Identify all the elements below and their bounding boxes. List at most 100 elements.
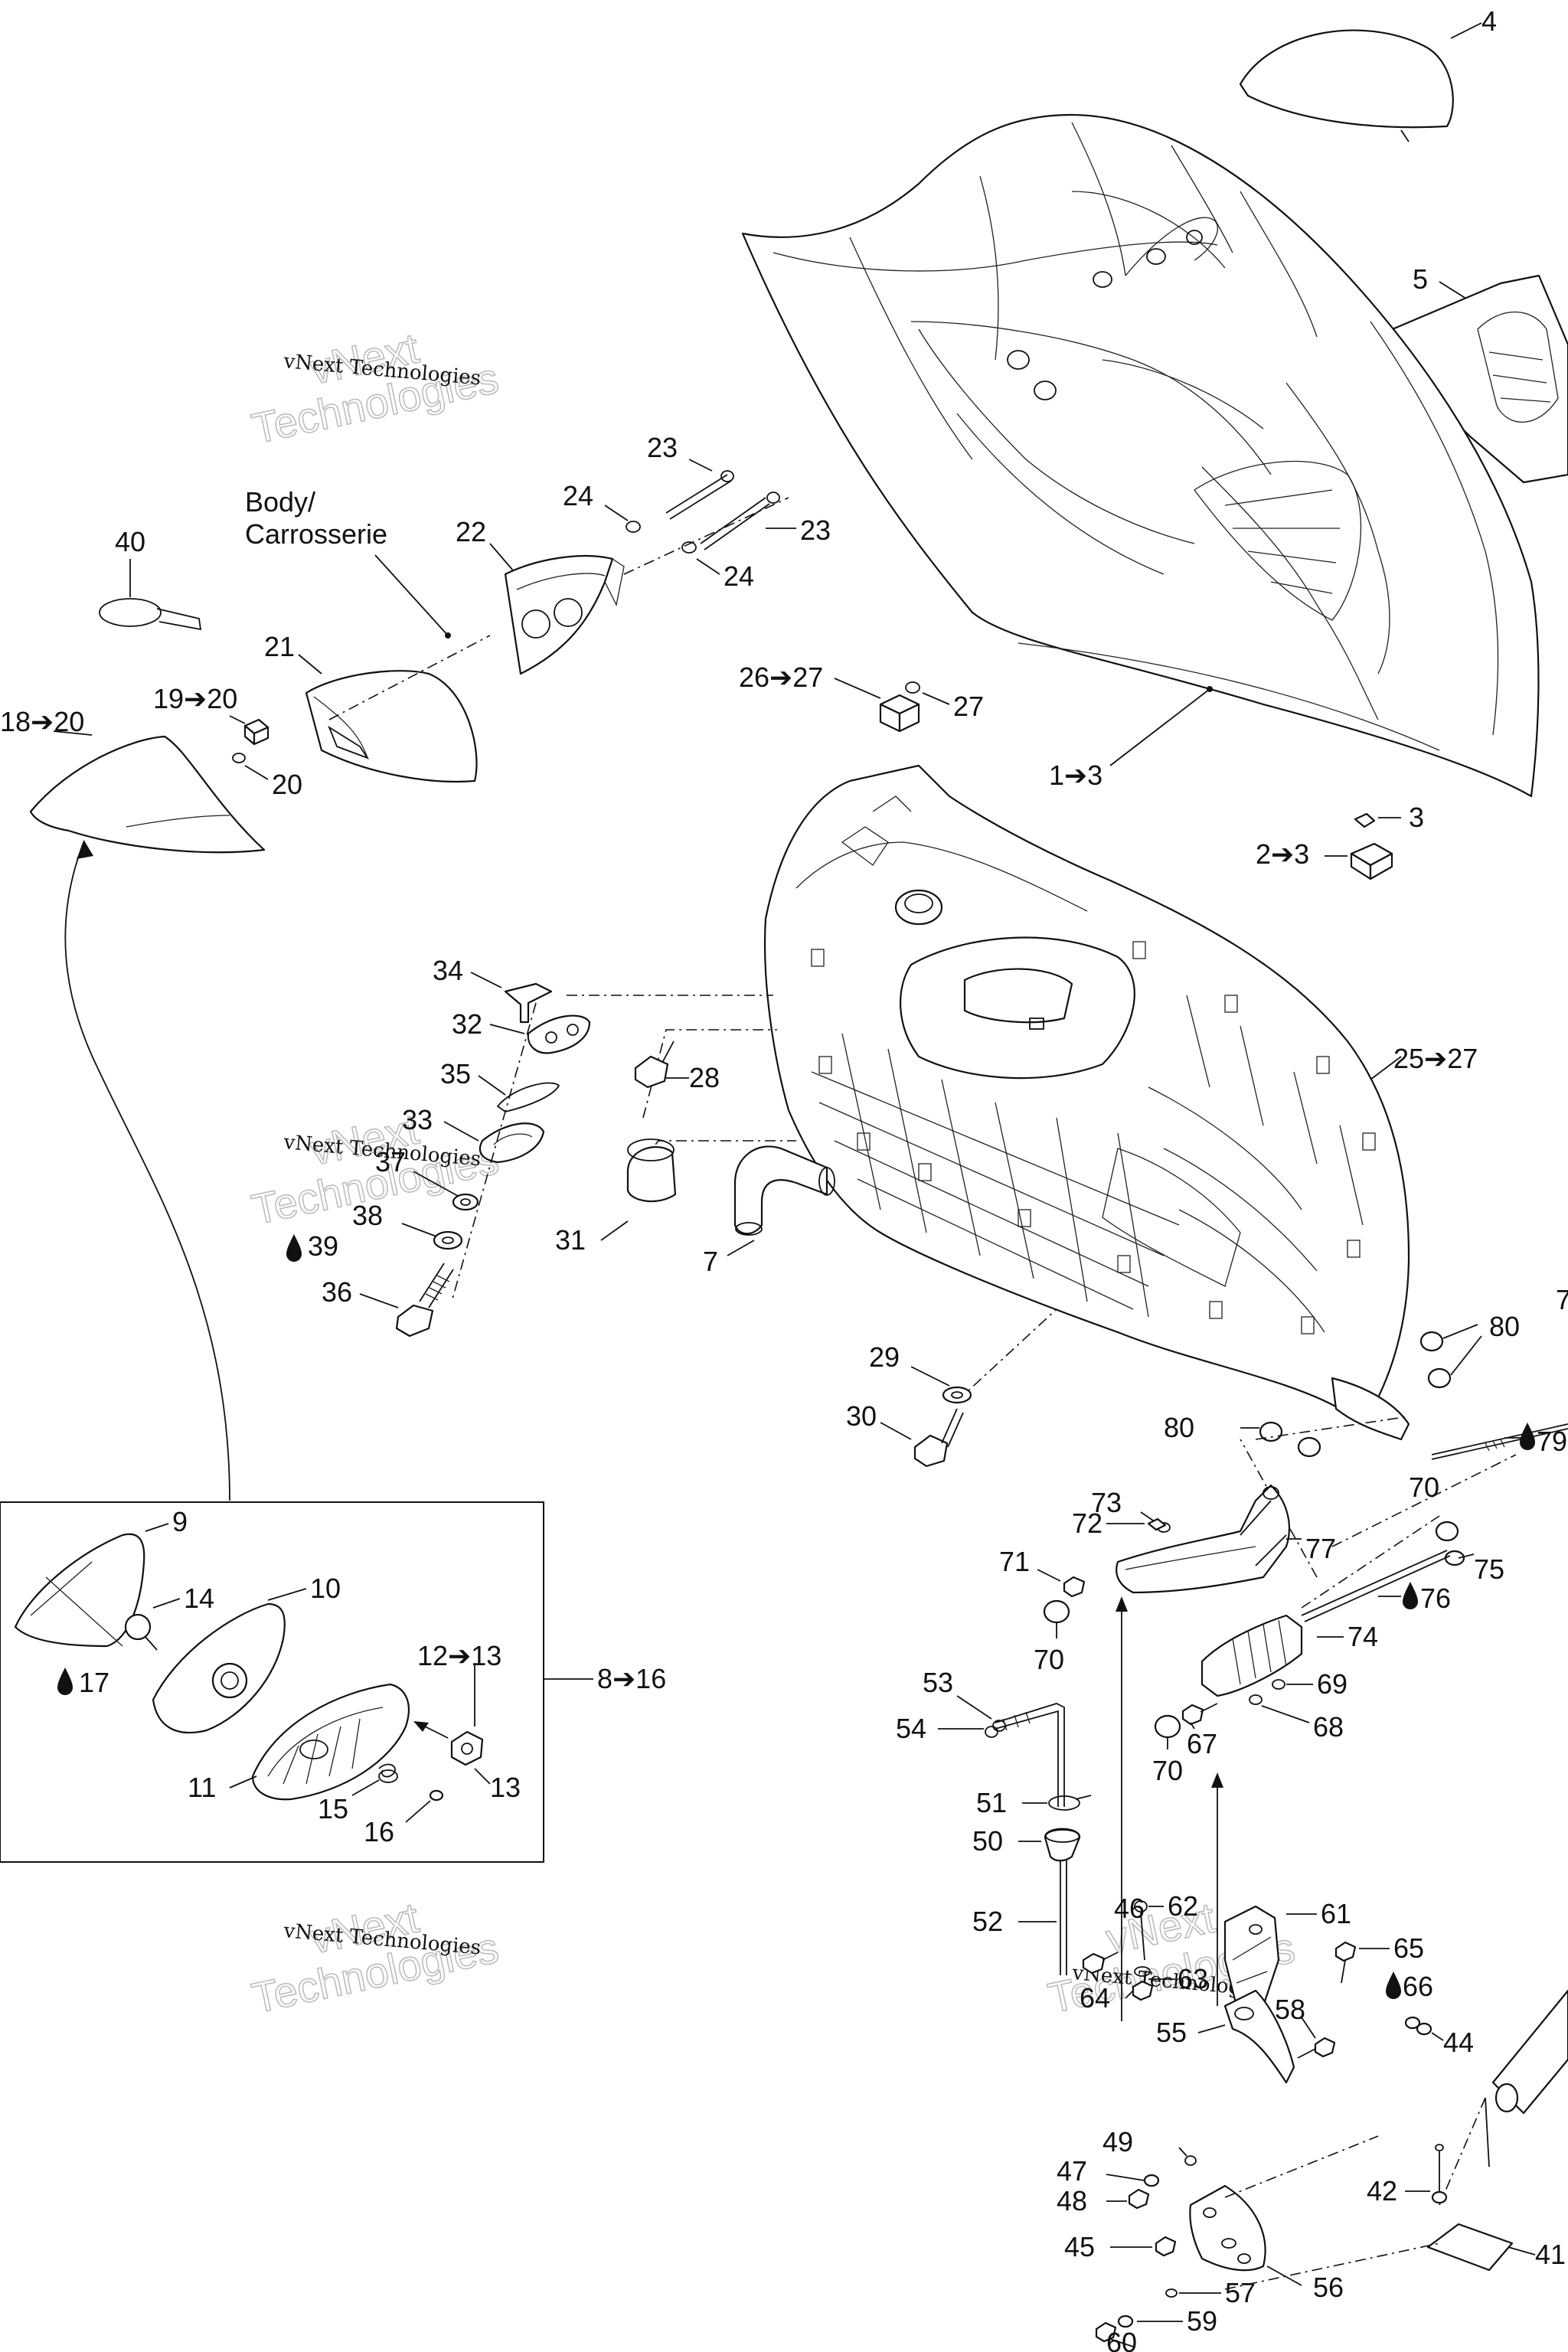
callout-3: 3 bbox=[1409, 802, 1424, 833]
part-36-bolt: 36 bbox=[322, 1263, 454, 1338]
part-74-adjuster: 74 bbox=[1200, 1614, 1378, 1697]
callout-37: 37 bbox=[375, 1146, 406, 1178]
callout-70-b: 70 bbox=[1409, 1472, 1439, 1503]
callout-12-to-13: 12➔13 bbox=[417, 1640, 501, 1671]
part-41-43-pivot-shaft: 41 bbox=[1426, 1989, 1568, 2272]
callout-28: 28 bbox=[689, 1062, 720, 1093]
callout-49: 49 bbox=[1102, 2126, 1133, 2158]
callout-74: 74 bbox=[1348, 1621, 1378, 1652]
callout-65: 65 bbox=[1393, 1932, 1424, 1964]
callout-64: 64 bbox=[1080, 1982, 1110, 2014]
part-45-nut: 45 bbox=[1064, 2231, 1177, 2262]
callout-38: 38 bbox=[352, 1200, 383, 1231]
part-32-bracket: 32 bbox=[452, 1008, 591, 1054]
body-carrosserie-label: Body/ Carrosserie bbox=[245, 486, 451, 639]
callout-27: 27 bbox=[953, 691, 984, 722]
callout-42: 42 bbox=[1367, 2175, 1397, 2207]
part-47-48-49-fasteners: 49 47 48 bbox=[1057, 2126, 1197, 2216]
callout-47: 47 bbox=[1057, 2155, 1087, 2187]
callout-68: 68 bbox=[1313, 1711, 1344, 1743]
callout-11: 11 bbox=[188, 1772, 216, 1803]
part-57-59-60-fasteners: 57 59 60 bbox=[1095, 2277, 1256, 2352]
callout-62: 62 bbox=[1168, 1890, 1198, 1922]
callout-32: 32 bbox=[452, 1008, 482, 1040]
part-50-grommet: 50 bbox=[972, 1825, 1081, 1862]
callout-77: 77 bbox=[1305, 1533, 1336, 1564]
part-39-threadlocker: 39 bbox=[286, 1230, 338, 1262]
part-21-mirror-shell: 21 bbox=[264, 631, 491, 783]
part-44-fitting: 44 bbox=[1404, 2016, 1474, 2058]
callout-22: 22 bbox=[456, 516, 486, 547]
callout-80-upper: 80 bbox=[1489, 1311, 1520, 1342]
callout-54: 54 bbox=[896, 1713, 926, 1744]
callout-14: 14 bbox=[184, 1583, 214, 1614]
part-67-bolt: 67 bbox=[1181, 1703, 1218, 1759]
callout-79: 79 bbox=[1537, 1426, 1567, 1457]
part-56-bracket: 56 bbox=[1189, 2135, 1440, 2303]
callout-24-upper: 24 bbox=[563, 480, 593, 511]
callout-73: 73 bbox=[1091, 1487, 1122, 1518]
callout-71: 71 bbox=[999, 1546, 1030, 1577]
callout-7: 7 bbox=[703, 1246, 718, 1277]
part-38-washer: 38 bbox=[352, 1200, 463, 1250]
callout-58: 58 bbox=[1275, 1994, 1305, 2025]
callout-26-to-27: 26➔27 bbox=[739, 662, 823, 693]
callout-31: 31 bbox=[555, 1224, 586, 1256]
callout-15: 15 bbox=[318, 1793, 348, 1824]
part-77-bracket: 77 bbox=[1116, 1484, 1336, 1594]
callout-46: 46 bbox=[1114, 1893, 1145, 1924]
part-18-mirror-glass: 18➔20 bbox=[0, 706, 266, 854]
callout-17: 17 bbox=[79, 1667, 109, 1698]
part-75-nut: 75 bbox=[1444, 1550, 1504, 1585]
callout-76: 76 bbox=[1420, 1583, 1451, 1614]
callout-66: 66 bbox=[1403, 1971, 1433, 2002]
callout-5: 5 bbox=[1413, 263, 1428, 295]
callout-9: 9 bbox=[172, 1506, 188, 1537]
part-70-grommet-c: 70 bbox=[1152, 1714, 1183, 1786]
vertical-arrows bbox=[1116, 1596, 1223, 2021]
part-70-grommet-a: 70 bbox=[1034, 1599, 1070, 1675]
callout-19-to-20: 19➔20 bbox=[153, 683, 237, 714]
callout-70-a: 70 bbox=[1034, 1644, 1064, 1675]
callout-16: 16 bbox=[364, 1816, 394, 1847]
part-69-68-fasteners: 69 68 bbox=[1249, 1668, 1348, 1743]
part-37-washer: 37 bbox=[375, 1146, 479, 1211]
part-28-bolt: 28 bbox=[634, 1040, 720, 1093]
part-4-visor-cap: 4 bbox=[1239, 5, 1497, 142]
part-71-bolt: 71 bbox=[999, 1546, 1086, 1598]
part-62-63-64-fasteners: 62 64 63 bbox=[1080, 1890, 1208, 2014]
part-51-hose-clamp: 51 bbox=[976, 1787, 1092, 1818]
callout-59: 59 bbox=[1187, 2305, 1217, 2337]
part-53-54-elbow: 53 54 bbox=[896, 1667, 1065, 1807]
callout-69: 69 bbox=[1317, 1668, 1348, 1700]
part-58-bolt: 58 bbox=[1275, 1994, 1336, 2059]
callout-35: 35 bbox=[440, 1058, 471, 1089]
part-5-side-housing: 5 bbox=[1373, 263, 1568, 484]
callout-72: 72 bbox=[1072, 1508, 1102, 1539]
part-19-20-nut: 19➔20 20 bbox=[153, 683, 302, 800]
callout-75: 75 bbox=[1474, 1553, 1504, 1585]
body-label-line1: Body/ bbox=[245, 486, 315, 518]
callout-25-to-27: 25➔27 bbox=[1393, 1043, 1478, 1074]
callout-30: 30 bbox=[846, 1400, 877, 1432]
callout-61: 61 bbox=[1321, 1898, 1351, 1929]
part-31-cap: 31 bbox=[555, 1138, 677, 1256]
callout-29: 29 bbox=[869, 1341, 900, 1373]
callout-13: 13 bbox=[490, 1772, 521, 1803]
callout-8-to-16: 8➔16 bbox=[597, 1663, 666, 1694]
part-73-72-fasteners: 73 72 bbox=[1072, 1487, 1171, 1539]
part-76-threaded-rod: 76 bbox=[1301, 1550, 1451, 1622]
callout-41: 41 bbox=[1535, 2239, 1566, 2270]
callout-39: 39 bbox=[308, 1230, 338, 1262]
callout-45: 45 bbox=[1064, 2231, 1095, 2262]
part-80-grommets: 80 80 bbox=[1164, 1311, 1520, 1458]
callout-33: 33 bbox=[402, 1104, 433, 1135]
callout-18-to-20: 18➔20 bbox=[0, 706, 84, 737]
part-33-plate: 33 bbox=[402, 1104, 545, 1164]
callout-52: 52 bbox=[972, 1906, 1003, 1937]
part-61-bracket: 61 bbox=[1223, 1898, 1351, 2023]
part-23-24-screws: 23 24 23 24 bbox=[563, 432, 831, 592]
callout-23-upper: 23 bbox=[647, 432, 678, 463]
dash-line-bracket-stack bbox=[451, 1002, 537, 1302]
